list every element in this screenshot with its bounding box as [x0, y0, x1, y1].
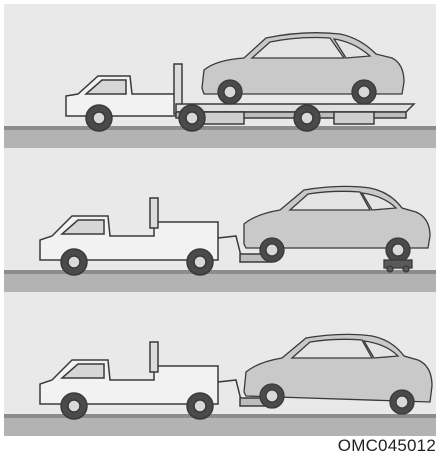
ground-band [4, 416, 436, 436]
panel-wheel-lift-dollies [4, 148, 436, 292]
towed-car [244, 186, 430, 262]
figure-code: OMC045012 [338, 436, 436, 456]
dolly-towing-drawing [4, 148, 436, 292]
flatbed-towing-drawing [4, 4, 436, 148]
ground-band [4, 128, 436, 148]
wheel-lift-towing-drawing [4, 292, 436, 436]
panel-flatbed [4, 4, 436, 148]
ground-line [4, 126, 436, 130]
car-on-flatbed [202, 33, 404, 104]
towed-car [244, 334, 432, 414]
panel-wheel-lift [4, 292, 436, 436]
ground-band [4, 272, 436, 292]
